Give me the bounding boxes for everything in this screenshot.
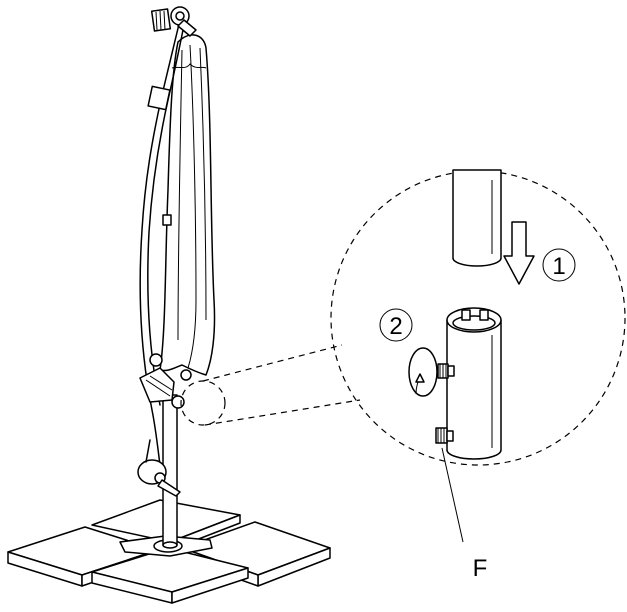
base-socket-tube	[446, 307, 502, 460]
step-marker-1-label: 1	[552, 253, 565, 280]
detail-callout	[180, 170, 626, 466]
step-marker-2: 2	[379, 308, 413, 342]
insert-down-arrow	[503, 221, 535, 285]
closed-canopy	[159, 34, 216, 376]
crank-handle	[137, 439, 181, 497]
lower-knob-f	[435, 427, 454, 444]
umbrella	[137, 6, 216, 549]
lower-mechanism	[139, 353, 192, 409]
step-marker-1: 1	[542, 248, 576, 282]
base-plate-front	[91, 547, 249, 604]
upper-tube	[452, 169, 502, 267]
curved-arm	[139, 19, 185, 466]
top-hinge	[150, 6, 197, 37]
rotate-up-arrow-icon	[415, 373, 425, 395]
upper-knob	[437, 363, 455, 379]
part-label-f: F	[473, 555, 488, 582]
step-marker-2-label: 2	[389, 313, 402, 340]
rotate-disc	[408, 347, 438, 397]
zoom-detail	[408, 169, 535, 543]
f-leader-line	[441, 447, 464, 543]
base-plates	[7, 499, 331, 604]
